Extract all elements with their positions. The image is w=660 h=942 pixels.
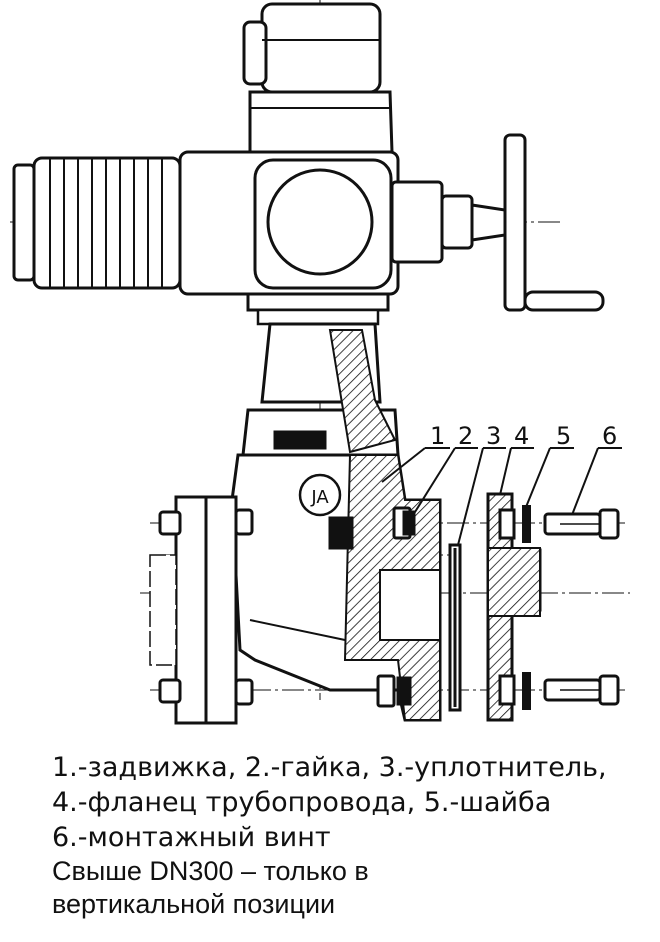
callout-3: 3 — [486, 422, 501, 450]
legend-line-1: 1.-задвижка, 2.-гайка, 3.-уплотнитель, — [52, 752, 607, 783]
valve-bonnet — [241, 322, 400, 457]
callout-2: 2 — [458, 422, 473, 450]
pipeline-flange — [486, 492, 542, 722]
legend-line-2: 4.-фланец трубопровода, 5.-шайба — [52, 787, 552, 818]
callout-6: 6 — [602, 422, 617, 450]
valve-assembly-drawing: JA — [10, 0, 630, 725]
handwheel — [390, 133, 605, 312]
nut-lower — [376, 674, 412, 708]
legend-line-3: 6.-монтажный винт — [52, 822, 331, 853]
leader-lines — [381, 447, 622, 546]
valve-body — [230, 453, 442, 722]
gasket — [448, 543, 462, 712]
nut-upper — [392, 506, 416, 540]
mounting-bolts — [543, 508, 620, 706]
motor-cooling-fins — [12, 156, 182, 290]
manufacturer-logo: JA — [298, 473, 342, 517]
parts-legend: 1.-задвижка, 2.-гайка, 3.-уплотнитель, 4… — [52, 750, 652, 921]
callout-5: 5 — [556, 422, 571, 450]
installation-note-line-1: Свыше DN300 – только в — [52, 856, 369, 886]
callout-4: 4 — [514, 422, 529, 450]
electric-actuator — [178, 2, 400, 326]
callout-1: 1 — [430, 422, 445, 450]
callout-labels: 1 2 3 4 5 6 — [430, 422, 617, 450]
washers — [522, 505, 531, 710]
svg-text:JA: JA — [310, 487, 329, 508]
valve-left-flange — [149, 495, 254, 725]
installation-note-line-2: вертикальной позиции — [52, 889, 336, 919]
